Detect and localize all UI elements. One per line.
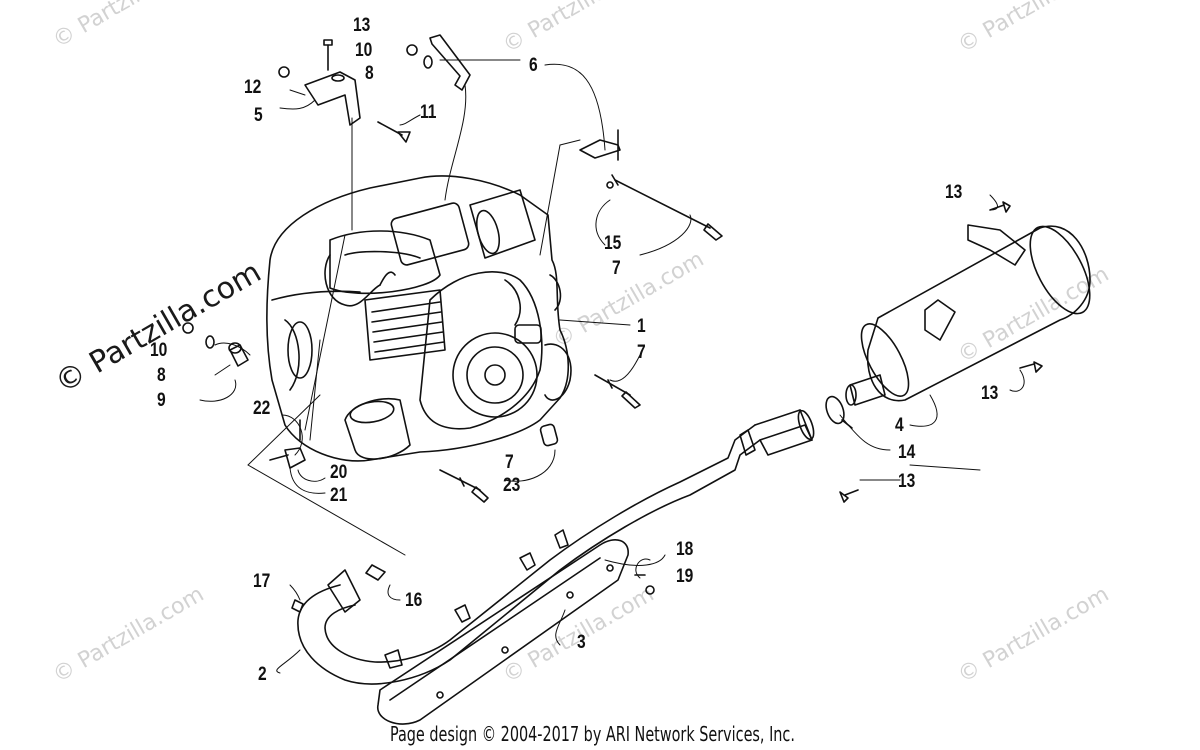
callout-13: 13 bbox=[981, 383, 999, 404]
callout-2: 2 bbox=[258, 664, 267, 685]
callout-13: 13 bbox=[945, 182, 963, 203]
callout-16: 16 bbox=[405, 590, 423, 611]
callout-9: 9 bbox=[157, 390, 166, 411]
copyright-footer: Page design © 2004-2017 by ARI Network S… bbox=[390, 722, 795, 746]
callout-8: 8 bbox=[365, 63, 374, 84]
muffler bbox=[825, 201, 1091, 503]
callout-10: 10 bbox=[150, 340, 168, 361]
callout-12: 12 bbox=[244, 77, 262, 98]
callout-13: 13 bbox=[353, 15, 371, 36]
callout-22: 22 bbox=[253, 398, 271, 419]
callout-3: 3 bbox=[577, 632, 586, 653]
callout-21: 21 bbox=[330, 485, 348, 506]
callout-8: 8 bbox=[157, 365, 166, 386]
bolt-lower bbox=[439, 469, 489, 503]
callout-18: 18 bbox=[676, 539, 694, 560]
leader-lines bbox=[199, 59, 1025, 674]
callout-7: 7 bbox=[505, 452, 514, 473]
callout-7: 7 bbox=[612, 258, 621, 279]
spacer-23 bbox=[539, 423, 559, 447]
callout-15: 15 bbox=[604, 233, 622, 254]
engine-mount-bracket bbox=[278, 34, 621, 161]
heat-shield bbox=[377, 539, 629, 725]
callout-10: 10 bbox=[355, 40, 373, 61]
bolt-right bbox=[594, 374, 641, 409]
sensor bbox=[269, 419, 306, 469]
callout-13: 13 bbox=[898, 471, 916, 492]
callout-4: 4 bbox=[895, 415, 904, 436]
callout-14: 14 bbox=[898, 442, 916, 463]
header-pipe bbox=[297, 409, 815, 685]
callout-5: 5 bbox=[254, 105, 263, 126]
callout-7: 7 bbox=[637, 342, 646, 363]
callout-23: 23 bbox=[503, 475, 521, 496]
callout-19: 19 bbox=[676, 566, 694, 587]
callout-6: 6 bbox=[529, 55, 538, 76]
callout-17: 17 bbox=[253, 571, 271, 592]
callout-20: 20 bbox=[330, 462, 348, 483]
callout-1: 1 bbox=[637, 316, 646, 337]
screws bbox=[291, 574, 655, 613]
long-bolt bbox=[606, 174, 723, 241]
spacer-set bbox=[182, 322, 249, 367]
engine-block bbox=[266, 175, 572, 462]
callout-11: 11 bbox=[420, 102, 437, 123]
